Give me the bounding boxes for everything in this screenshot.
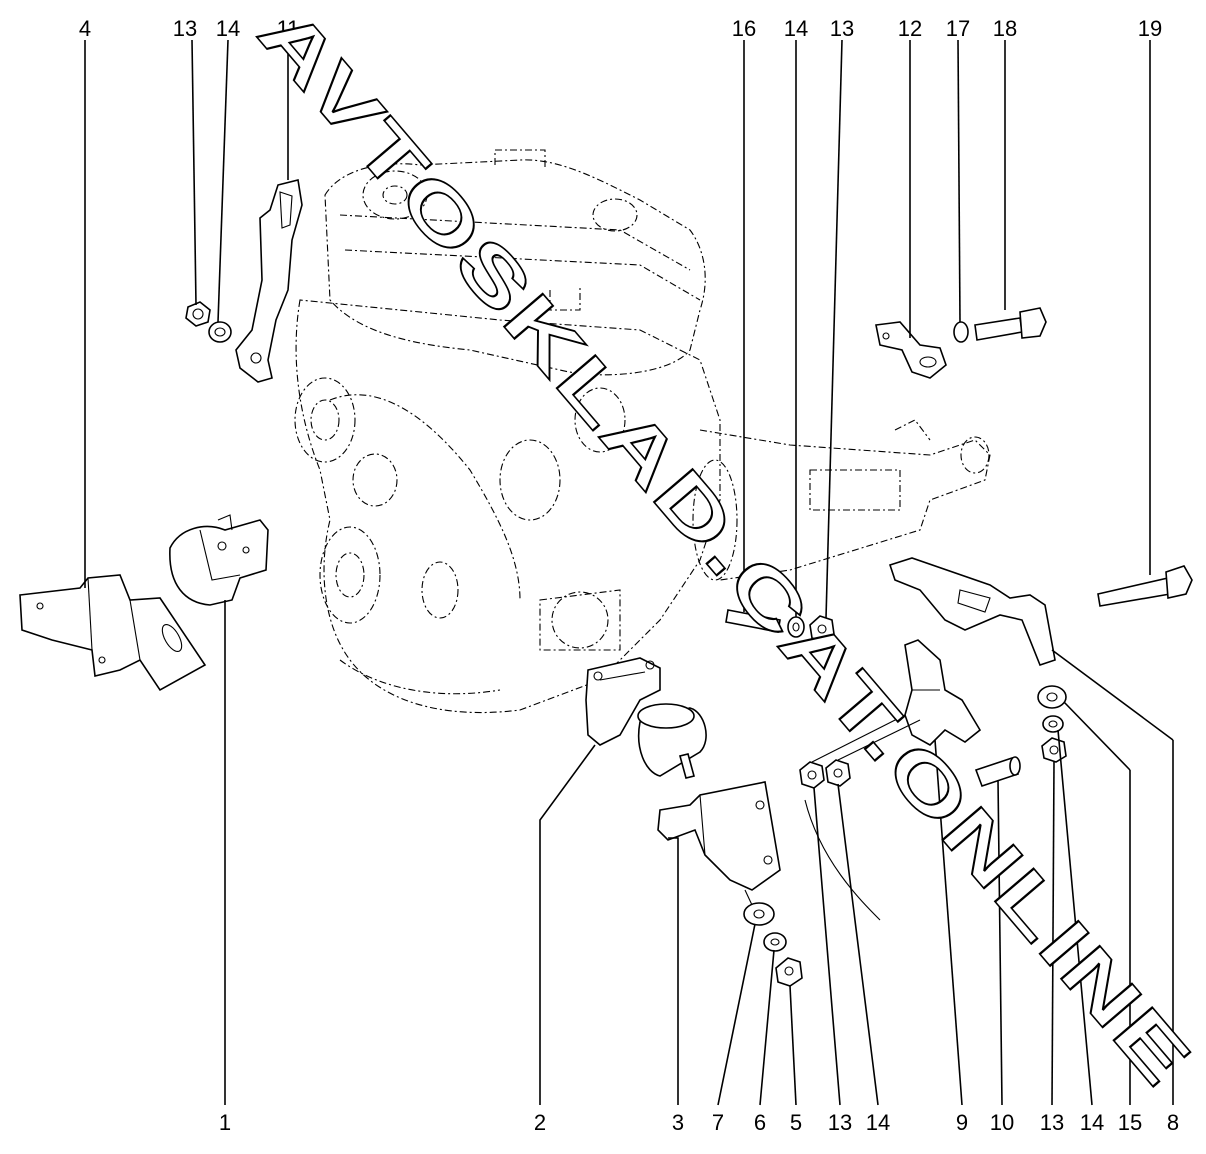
watermark: AVTOSKLAD.CAT.ONLINE	[242, 0, 1206, 1103]
washer-6	[763, 932, 787, 952]
svg-text:AVTOSKLAD.CAT.ONLINE: AVTOSKLAD.CAT.ONLINE	[243, 0, 1206, 1102]
bracket-11	[235, 179, 303, 383]
stud-16	[725, 609, 781, 633]
callout-8: 8	[1167, 1110, 1179, 1135]
washer-7	[743, 902, 775, 926]
callout-14: 14	[216, 16, 240, 41]
nut-13-center	[809, 615, 835, 643]
callout-19: 19	[1138, 16, 1162, 41]
washer-17	[953, 321, 969, 343]
callout-16: 16	[732, 16, 756, 41]
callout-12: 12	[898, 16, 922, 41]
callout-10: 10	[990, 1110, 1014, 1135]
callout-1: 1	[219, 1110, 231, 1135]
bracket-3	[657, 781, 781, 906]
callout-18: 18	[993, 16, 1017, 41]
engine-assembly-outline	[294, 149, 991, 714]
callout-14: 14	[784, 16, 808, 41]
callout-13: 13	[173, 16, 197, 41]
callout-5: 5	[790, 1110, 802, 1135]
bracket-8	[888, 557, 1056, 666]
nut-5	[775, 957, 803, 987]
bolt-19	[1097, 565, 1193, 607]
callout-11: 11	[277, 16, 300, 41]
bracket-4	[19, 574, 207, 692]
callout-13: 13	[828, 1110, 852, 1135]
callout-13: 13	[830, 16, 854, 41]
mount-cushion-1	[169, 514, 269, 606]
spacer-10	[974, 756, 1021, 788]
callout-14: 14	[866, 1110, 890, 1135]
washer-14-lower-center	[825, 759, 851, 787]
callout-7: 7	[712, 1110, 724, 1135]
washer-15-right	[1037, 685, 1067, 709]
cushion-2	[637, 703, 707, 779]
callout-15: 15	[1118, 1110, 1142, 1135]
callout-3: 3	[672, 1110, 684, 1135]
nut-13-right	[1041, 737, 1067, 763]
mount-2	[585, 657, 661, 746]
callout-4: 4	[79, 16, 91, 41]
callouts-top: 4 13 14 11 16 14 13 12 17 18 19	[79, 16, 1162, 41]
callout-13: 13	[1040, 1110, 1064, 1135]
bolt-18	[974, 307, 1047, 341]
callouts-bottom: 1 2 3 7 6 5 13 14 9 10 13 14 15 8	[219, 1110, 1179, 1135]
callout-17: 17	[946, 16, 970, 41]
leader-lines	[84, 39, 1174, 1106]
callout-2: 2	[534, 1110, 546, 1135]
washer-14-top-left	[208, 321, 232, 343]
nut-13-lower-center	[799, 761, 825, 789]
callout-9: 9	[956, 1110, 968, 1135]
callout-6: 6	[754, 1110, 766, 1135]
washer-14-right	[1042, 715, 1064, 733]
callout-14: 14	[1080, 1110, 1104, 1135]
nut-13-top-left	[185, 301, 211, 327]
plate-12	[875, 321, 947, 379]
